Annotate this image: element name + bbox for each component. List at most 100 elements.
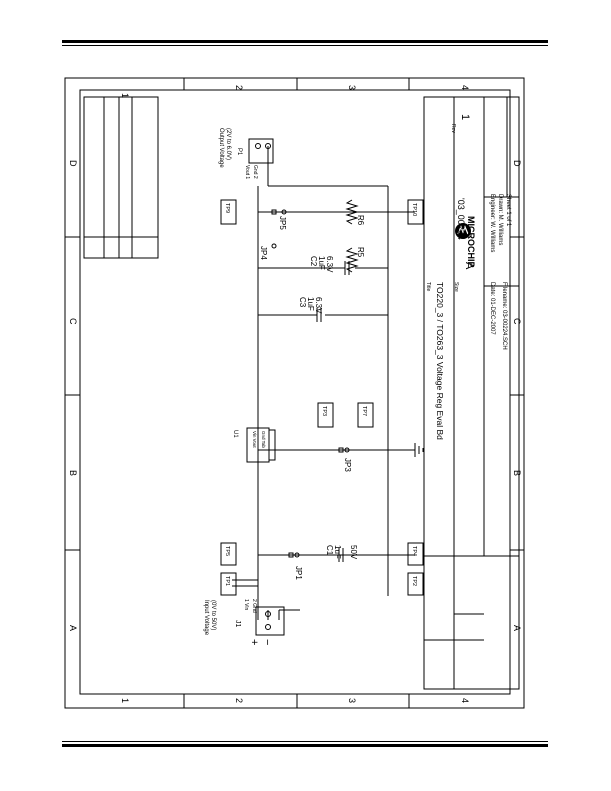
r5-resistor (345, 247, 359, 273)
p1-pin-1 (255, 143, 261, 149)
header-rule-thin (62, 45, 548, 46)
rev-label: Rev (450, 124, 456, 133)
tp3-label: TP3 (321, 406, 327, 416)
input-voltage-range: (0V to 50V) (210, 600, 216, 630)
input-minus-sign: − (261, 639, 273, 645)
board-title: TO220_3 / TO263_3 Voltage Reg Eval Bd (435, 282, 445, 440)
jp5-label: JP5 (278, 216, 287, 230)
zone-top-1: 1 (120, 93, 130, 98)
title-label: Title (425, 282, 431, 291)
c1-capacitor (338, 548, 344, 562)
size-label: Size (453, 282, 459, 292)
jp1-pin-2 (294, 552, 300, 558)
u1-ref: U1 (232, 430, 238, 438)
document-number: '03_00224 (456, 198, 466, 240)
tp5-label: TP5 (224, 546, 230, 556)
footer-rule-thin (62, 741, 548, 742)
wires (232, 146, 424, 620)
input-voltage-label: Input Voltage (203, 600, 209, 636)
jp3-pin-2 (344, 447, 350, 453)
input-plus-sign: + (248, 639, 260, 645)
j1-connector (255, 606, 285, 636)
c2-capacitor (344, 261, 350, 275)
zone-bottom-3: 3 (347, 698, 357, 703)
j1-pin1-label: 1 Vin (243, 599, 249, 611)
tp7-box (357, 402, 374, 428)
jp5-pin (271, 209, 277, 215)
jp1-pin (288, 552, 294, 558)
zone-left-b: B (68, 470, 78, 476)
r6-ref: R6 (356, 215, 365, 226)
u1-pin-labels: Vin Vout (252, 431, 257, 448)
jp3-pin (338, 447, 344, 453)
zone-left-c: C (68, 318, 78, 325)
inner-border (79, 89, 511, 695)
jp4-label: JP4 (259, 246, 268, 260)
c3-capacitor (316, 308, 322, 322)
c2-value: 1uF (317, 256, 326, 270)
jp5-pin-2 (281, 209, 287, 215)
output-voltage-range: (2V to 6.0V) (225, 128, 231, 160)
jp3-label: JP3 (343, 458, 352, 472)
drawn-text: Drawn: M. Williams (497, 194, 503, 245)
tp1-label: TP1 (224, 576, 230, 586)
c2-ref: C2 (309, 256, 318, 267)
output-voltage-label: Output Voltage (218, 128, 224, 168)
c1-rating: 50V (349, 545, 358, 560)
u1-gnd-label: Gnd Tab (261, 431, 266, 448)
zone-left-a: A (68, 625, 78, 631)
engineer-text: Engineer: W. Williams (489, 194, 495, 252)
zone-bottom-4: 4 (460, 698, 470, 703)
c3-value: 1uF (306, 297, 315, 311)
tp2-box (407, 572, 424, 596)
p1-pin1-label: Vout 1 (244, 165, 250, 179)
tp10-box (407, 199, 424, 225)
date-text: Date: 01-DEC-2007 (489, 282, 495, 335)
c3-ref: C3 (298, 297, 307, 308)
zone-right-b: B (512, 470, 522, 476)
tp9-label: TP9 (224, 203, 230, 213)
r6-resistor (345, 199, 359, 225)
title-block (423, 96, 520, 690)
zone-top-4: 4 (460, 85, 470, 90)
tp9-box (220, 199, 237, 225)
tp10-label: TP10 (411, 203, 417, 216)
microchip-logo (455, 223, 471, 239)
r5-ref: R5 (356, 247, 365, 258)
tp4-box (407, 542, 424, 566)
tp5-box (220, 542, 237, 566)
sheet-text: Sheet 1 of 1 (505, 194, 511, 227)
j1-pin2-label: 2 Gnd (251, 599, 257, 613)
tp7-label: TP7 (361, 406, 367, 416)
jp4-pin (271, 243, 277, 249)
jp1-label: JP1 (294, 566, 303, 580)
tp1-box (220, 572, 237, 596)
zone-ticks (65, 78, 524, 708)
logo-text: MICROCHIP (466, 216, 476, 268)
zone-bottom-2: 2 (234, 698, 244, 703)
outer-border (64, 77, 525, 709)
rev-value: 1 (459, 114, 471, 120)
tp4-label: TP4 (411, 546, 417, 556)
c2-rating: 6.3V (325, 256, 334, 273)
u1-tab (268, 429, 276, 461)
zone-bottom-1: 1 (120, 698, 130, 703)
c1-value: 1uF (333, 545, 342, 559)
j1-ref: J1 (234, 620, 241, 628)
footer-rule-thick (62, 744, 548, 747)
zone-left-d: D (68, 160, 78, 167)
p1-pin2-label: Gnd 2 (252, 165, 258, 179)
zone-top-2: 2 (234, 85, 244, 90)
header-rule-thick (62, 40, 548, 43)
zone-top-3: 3 (347, 85, 357, 90)
zone-right-c: C (512, 318, 522, 325)
j1-pin-2 (265, 624, 271, 630)
p1-pin-2 (265, 143, 271, 149)
revision-table (83, 96, 159, 259)
zone-right-d: D (512, 160, 522, 167)
c3-rating: 6.3V (314, 297, 323, 314)
p1-ref: P1 (236, 148, 242, 156)
filename-text: Filename: 03-00224.SCH (501, 282, 507, 350)
size-value: A (463, 262, 475, 270)
